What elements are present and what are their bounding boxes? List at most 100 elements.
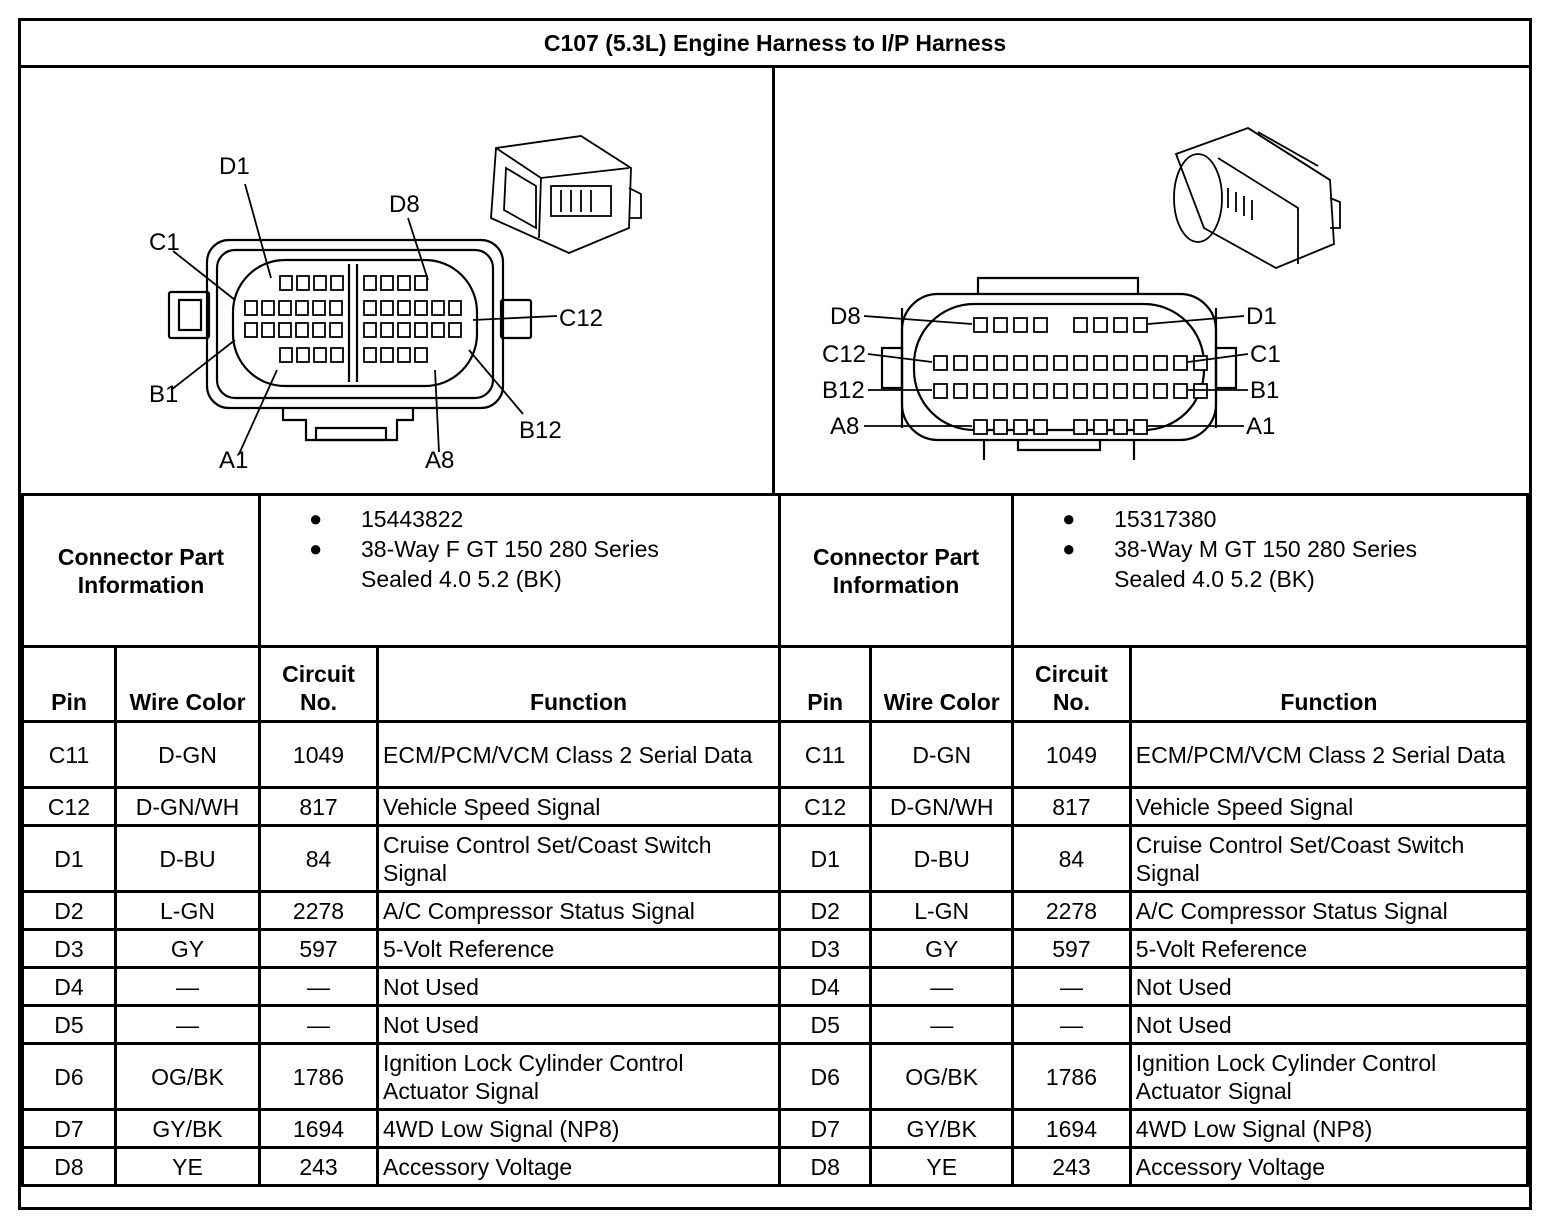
connector-part-info-label: Connector Part Information	[21, 493, 261, 648]
pin-cavity	[363, 347, 377, 363]
left-pinout-table: Connector Part Information ●15443822 ●38…	[21, 493, 781, 1187]
wire-color-cell: GY	[869, 928, 1015, 969]
pin-label-c1: C1	[1250, 341, 1281, 368]
pin-cavity	[380, 347, 394, 363]
pin-cell: D2	[777, 890, 873, 931]
pin-cavity	[397, 275, 411, 291]
pin-cavity	[1073, 317, 1088, 333]
bullet-icon: ●	[1062, 536, 1076, 561]
pin-cavity	[279, 347, 293, 363]
wire-color-cell: GY/BK	[869, 1108, 1015, 1149]
function-cell: Ignition Lock Cylinder Control Actuator …	[1128, 1042, 1530, 1111]
function-cell: Cruise Control Set/Coast Switch Signal	[376, 824, 781, 893]
function-cell: Vehicle Speed Signal	[1128, 786, 1530, 827]
pin-cavity	[1073, 419, 1088, 435]
pin-cell: C11	[21, 720, 117, 789]
pin-cell: D4	[777, 966, 873, 1007]
circuit-cell: 2278	[258, 890, 379, 931]
circuit-cell: —	[258, 1004, 379, 1045]
pin-cavity	[993, 355, 1008, 371]
pin-label-c1: C1	[149, 229, 180, 256]
right-connector-diagram: D8 D1 C12 C1 B12 B1 A8 A1	[778, 68, 1529, 493]
function-cell: Ignition Lock Cylinder Control Actuator …	[376, 1042, 781, 1111]
pin-cavity	[244, 300, 258, 316]
pin-cavity	[1053, 355, 1068, 371]
pin-cavity	[1013, 419, 1028, 435]
pin-label-b12: B12	[822, 377, 865, 404]
pin-cell: D8	[21, 1146, 117, 1187]
pin-cavity	[1093, 419, 1108, 435]
pin-cavity	[279, 275, 293, 291]
pin-label-d8: D8	[830, 303, 861, 330]
table-row: D4——Not Used	[21, 966, 781, 1007]
pin-cavity	[933, 383, 948, 399]
pin-cell: D5	[777, 1004, 873, 1045]
pin-cavity	[993, 317, 1008, 333]
wire-color-cell: —	[869, 966, 1015, 1007]
circuit-cell: 243	[258, 1146, 379, 1187]
pin-cell: D7	[777, 1108, 873, 1149]
pin-cavity	[312, 322, 326, 338]
pin-cavity	[1093, 317, 1108, 333]
pin-cavity	[295, 322, 309, 338]
circuit-cell: 1694	[258, 1108, 379, 1149]
pin-cavity	[244, 322, 258, 338]
pin-cell: D2	[21, 890, 117, 931]
function-cell: Cruise Control Set/Coast Switch Signal	[1128, 824, 1530, 893]
pin-label-d1: D1	[219, 153, 250, 180]
pin-cavity	[993, 419, 1008, 435]
pin-cavity	[1033, 419, 1048, 435]
pin-cavity	[363, 300, 377, 316]
pin-cavity	[1113, 355, 1128, 371]
function-cell: Not Used	[376, 1004, 781, 1045]
pin-cell: C12	[777, 786, 873, 827]
pin-cell: D3	[777, 928, 873, 969]
pin-cell: D1	[21, 824, 117, 893]
pin-cell: D6	[21, 1042, 117, 1111]
function-cell: A/C Compressor Status Signal	[1128, 890, 1530, 931]
pin-label-b1: B1	[1250, 377, 1279, 404]
wire-color-cell: D-GN	[869, 720, 1015, 789]
circuit-cell: 1049	[1011, 720, 1132, 789]
pin-cavity	[329, 300, 343, 316]
pin-label-a1: A1	[219, 447, 248, 474]
pin-cavity	[414, 322, 428, 338]
pin-cavity	[1133, 419, 1148, 435]
pin-cell: C11	[777, 720, 873, 789]
pin-cavity	[278, 322, 292, 338]
bullet-icon: ●	[309, 536, 323, 561]
pin-label-b1: B1	[149, 381, 178, 408]
circuit-cell: 597	[1011, 928, 1132, 969]
pin-cell: D8	[777, 1146, 873, 1187]
function-cell: ECM/PCM/VCM Class 2 Serial Data	[1128, 720, 1530, 789]
wire-color-cell: D-GN/WH	[869, 786, 1015, 827]
pin-cavity	[380, 300, 394, 316]
circuit-cell: 817	[258, 786, 379, 827]
function-cell: 5-Volt Reference	[376, 928, 781, 969]
pin-cavity	[973, 383, 988, 399]
pin-cavity	[1153, 383, 1168, 399]
pin-cavity	[1133, 355, 1148, 371]
table-row: D4——Not Used	[777, 966, 1530, 1007]
pin-cell: D4	[21, 966, 117, 1007]
circuit-cell: 1786	[258, 1042, 379, 1111]
pin-cavity	[973, 419, 988, 435]
table-row: D5——Not Used	[21, 1004, 781, 1045]
pin-cavity	[414, 275, 428, 291]
pin-label-c12: C12	[559, 305, 603, 332]
pin-label-a1: A1	[1246, 413, 1275, 440]
page-title: C107 (5.3L) Engine Harness to I/P Harnes…	[21, 21, 1529, 68]
wire-color-cell: YE	[114, 1146, 261, 1187]
pin-cell: C12	[21, 786, 117, 827]
function-cell: 4WD Low Signal (NP8)	[1128, 1108, 1530, 1149]
pin-cavity	[1193, 383, 1208, 399]
pin-cavity	[1013, 317, 1028, 333]
pin-cavity	[1133, 317, 1148, 333]
